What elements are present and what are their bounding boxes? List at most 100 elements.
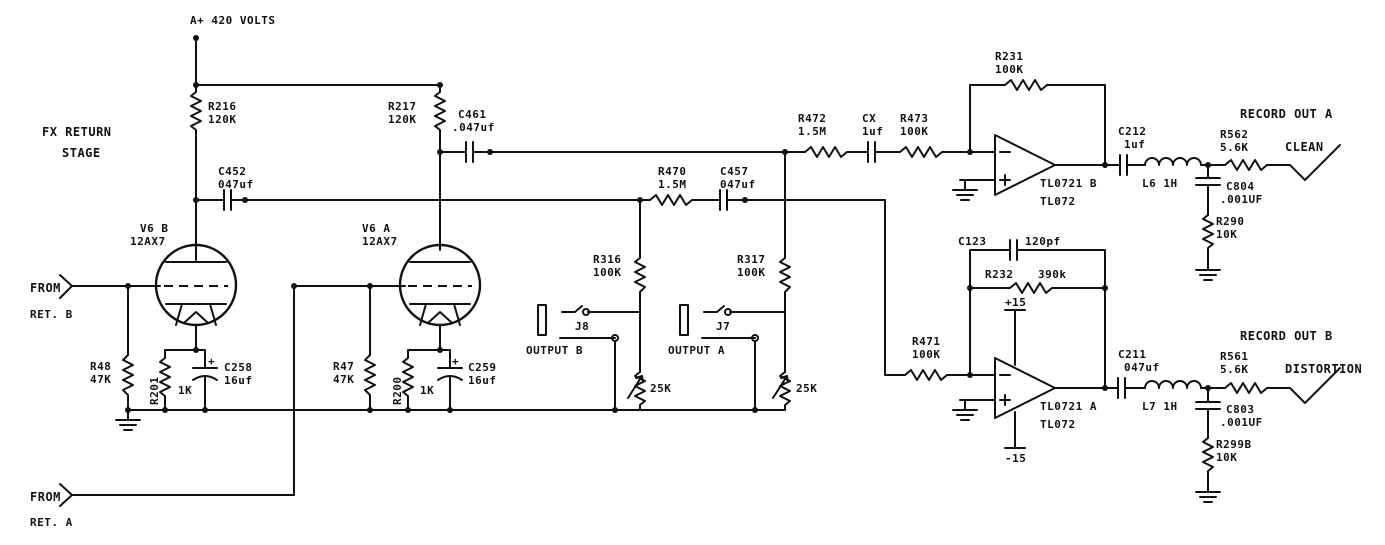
tube-v6a [398, 243, 482, 351]
c258-name: C258 [224, 361, 253, 374]
distortion-input-path [904, 369, 996, 381]
c803-name: C803 [1226, 403, 1255, 416]
opamp-b-part: TL0721 B [1040, 177, 1097, 190]
l7-inductor [1144, 380, 1202, 389]
j8-label: OUTPUT B [526, 344, 583, 357]
rail-neg: -15 [1005, 452, 1026, 465]
r473-name: R473 [900, 112, 929, 125]
c457-name: C457 [720, 165, 749, 178]
c804-value: .001UF [1220, 193, 1263, 206]
r217-value: 120K [388, 113, 417, 126]
c123-value: 120pf [1025, 235, 1061, 248]
r216-resistor [190, 84, 202, 201]
r317-resistor [779, 257, 791, 373]
c461-name: C461 [458, 108, 487, 121]
opamp-b [952, 79, 1121, 201]
r231-value: 100K [995, 63, 1024, 76]
output-a-network [679, 151, 791, 413]
r561-resistor [1224, 382, 1291, 394]
output-b-title: RECORD OUT B [1240, 329, 1333, 343]
r316-resistor [634, 257, 646, 373]
stage-title-line2: STAGE [62, 146, 101, 160]
c212-name: C212 [1118, 125, 1147, 138]
c803-value: .001UF [1220, 416, 1263, 429]
r232-value: 390k [1038, 268, 1067, 281]
r201-value: 1K [178, 384, 192, 397]
r472-value: 1.5M [798, 125, 827, 138]
r290-value: 10K [1216, 228, 1237, 241]
output-b-network [537, 199, 756, 413]
v6a-name: V6 A [362, 222, 391, 235]
c259-name: C259 [468, 361, 497, 374]
j8-name: J8 [575, 320, 589, 333]
rail-pos: +15 [1005, 296, 1026, 309]
r231-name: R231 [995, 50, 1024, 63]
c259-value: 16uf [468, 374, 497, 387]
output-b-tag: DISTORTION [1285, 362, 1362, 376]
input-bottom-sub: RET. A [30, 516, 73, 529]
input-ret-b [59, 274, 161, 299]
v6b-name: V6 B [140, 222, 169, 235]
r47-name: R47 [333, 360, 354, 373]
r470-value: 1.5M [658, 178, 687, 191]
r562-value: 5.6K [1220, 141, 1249, 154]
c457-value: 047uf [720, 178, 756, 191]
r317-value: 100K [737, 266, 766, 279]
r201-resistor [159, 349, 171, 411]
opamp-b-type: TL072 [1040, 195, 1076, 208]
r473-resistor [874, 146, 996, 158]
r473-value: 100K [900, 125, 929, 138]
output-a-filter [1119, 144, 1341, 281]
r290-name: R290 [1216, 215, 1245, 228]
output-b-filter [1117, 367, 1341, 503]
r217-resistor [434, 84, 446, 251]
c461-capacitor [439, 141, 806, 163]
r317-name: R317 [737, 253, 766, 266]
r290-resistor [1202, 214, 1214, 271]
c211-name: C211 [1118, 348, 1147, 361]
r47-value: 47K [333, 373, 354, 386]
input-ret-a [59, 283, 406, 507]
c452-name: C452 [218, 165, 247, 178]
input-top-label: FROM [30, 281, 61, 295]
r216-value: 120K [208, 113, 237, 126]
r231-resistor [969, 79, 1106, 166]
r470-resistor [649, 194, 721, 206]
j7-label: OUTPUT A [668, 344, 725, 357]
c452-capacitor [195, 189, 651, 211]
r316-name: R316 [593, 253, 622, 266]
r201-name: R201 [148, 377, 161, 406]
r217-name: R217 [388, 100, 417, 113]
opamp-a-part: TL0721 A [1040, 400, 1097, 413]
jack-j8 [537, 304, 547, 336]
r471-resistor [904, 369, 996, 381]
r200-resistor [402, 349, 414, 411]
pot-a-value: 25K [796, 382, 817, 395]
jack-j7 [679, 304, 689, 336]
r299b-resistor [1202, 437, 1214, 493]
output-a-title: RECORD OUT A [1240, 107, 1333, 121]
j7-name: J7 [716, 320, 730, 333]
cx-value: 1uf [862, 125, 883, 138]
pot-b-value: 25K [650, 382, 671, 395]
r561-name: R561 [1220, 350, 1249, 363]
r48-resistor [122, 285, 134, 411]
r562-name: R562 [1220, 128, 1249, 141]
l6-label: L6 1H [1142, 177, 1178, 190]
opamp-a-type: TL072 [1040, 418, 1076, 431]
r299b-name: R299B [1216, 438, 1252, 451]
r232-resistor [969, 282, 1106, 294]
v6a-type: 12AX7 [362, 235, 398, 248]
r232-name: R232 [985, 268, 1014, 281]
r470-c457-path [637, 189, 906, 376]
r299b-value: 10K [1216, 451, 1237, 464]
c804-name: C804 [1226, 180, 1255, 193]
c212-value: 1uf [1124, 138, 1145, 151]
cx-name: CX [862, 112, 876, 125]
l6-inductor [1144, 157, 1202, 166]
r470-name: R470 [658, 165, 687, 178]
r472-name: R472 [798, 112, 827, 125]
supply-label: A+ 420 VOLTS [190, 14, 275, 27]
r471-value: 100K [912, 348, 941, 361]
